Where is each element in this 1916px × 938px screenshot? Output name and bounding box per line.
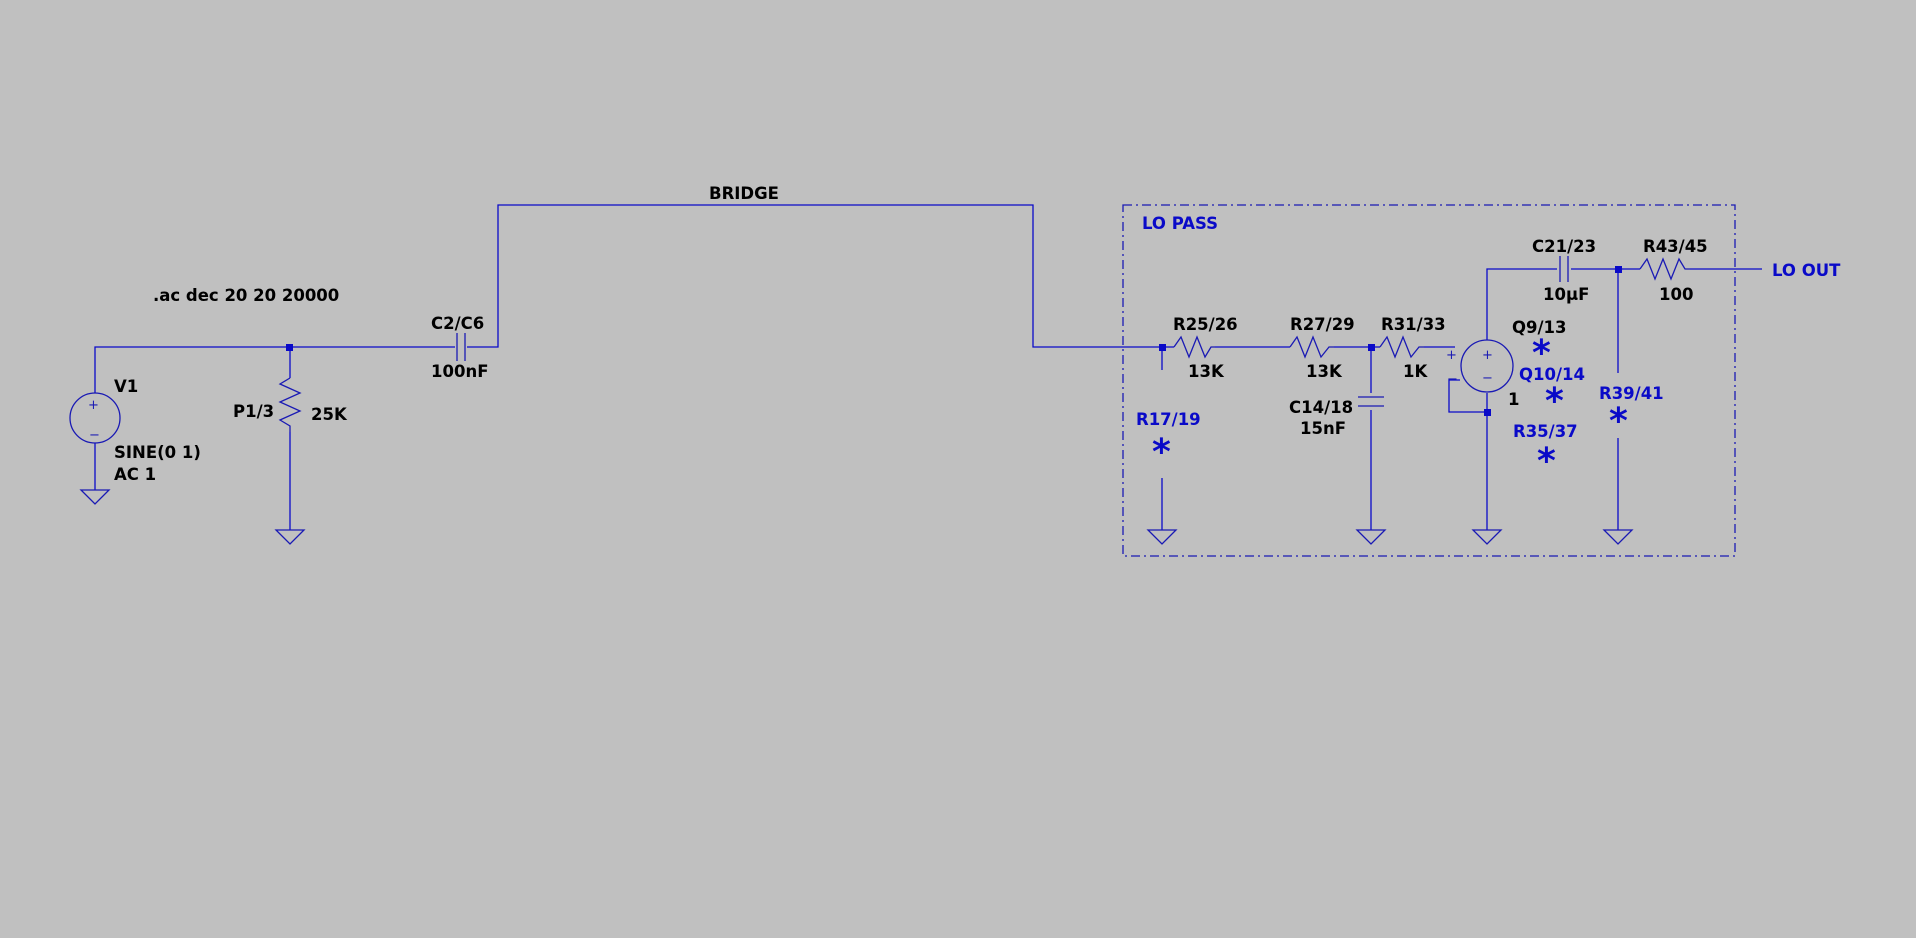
c14-name: C14/18: [1289, 398, 1353, 417]
lo-pass-frame: [1122, 204, 1736, 557]
p1-value: 25K: [311, 405, 348, 424]
resistor-r27[interactable]: [1289, 335, 1334, 359]
capacitor-c14[interactable]: [1358, 396, 1384, 407]
v1-value-sine: SINE(0 1): [114, 443, 201, 462]
ground-symbol: [1471, 529, 1503, 545]
ac-directive[interactable]: .ac dec 20 20 20000: [153, 286, 339, 305]
q9-mark: *: [1532, 333, 1551, 374]
q10-name: Q10/14: [1519, 365, 1585, 384]
r31-name: R31/33: [1381, 315, 1446, 334]
ground-symbol: [1146, 529, 1178, 545]
r27-name: R27/29: [1290, 315, 1355, 334]
r43-value: 100: [1659, 285, 1693, 304]
c21-name: C21/23: [1532, 237, 1596, 256]
q9-name: Q9/13: [1512, 318, 1567, 337]
r17-mark: *: [1152, 432, 1171, 473]
net-label-bridge[interactable]: BRIDGE: [709, 184, 779, 203]
c2-name: C2/C6: [431, 314, 484, 333]
r31-value: 1K: [1403, 362, 1428, 381]
resistor-p1[interactable]: [278, 377, 302, 432]
v1-name: V1: [114, 377, 138, 396]
lo-pass-title: LO PASS: [1142, 214, 1218, 233]
v1-value-ac: AC 1: [114, 465, 156, 484]
svg-text:−: −: [1447, 372, 1458, 387]
p1-name: P1/3: [233, 402, 274, 421]
ground-symbol: [274, 529, 306, 545]
r25-value: 13K: [1188, 362, 1225, 381]
opamp-pin-label: 1: [1508, 390, 1519, 409]
resistor-r31[interactable]: [1379, 335, 1424, 359]
q10-mark: *: [1545, 381, 1564, 422]
capacitor-c2[interactable]: [456, 333, 466, 361]
capacitor-c21[interactable]: [1559, 256, 1569, 282]
r43-name: R43/45: [1643, 237, 1708, 256]
c2-value: 100nF: [431, 362, 488, 381]
r39-mark: *: [1609, 401, 1628, 442]
svg-text:−: −: [1482, 371, 1493, 386]
resistor-r25[interactable]: [1173, 335, 1215, 359]
svg-text:+: +: [1482, 348, 1493, 363]
ground-symbol: [79, 489, 111, 505]
r35-mark: *: [1537, 441, 1556, 482]
ground-symbol: [1355, 529, 1387, 545]
net-label-lo-out[interactable]: LO OUT: [1772, 261, 1841, 280]
svg-text:+: +: [1446, 348, 1457, 363]
r27-value: 13K: [1306, 362, 1343, 381]
r35-name: R35/37: [1513, 422, 1578, 441]
c21-value: 10µF: [1543, 285, 1589, 304]
svg-text:+: +: [88, 398, 99, 413]
opamp-symbol[interactable]: + − + −: [1446, 339, 1514, 393]
r39-name: R39/41: [1599, 384, 1664, 403]
c14-value: 15nF: [1300, 419, 1346, 438]
wires: [94, 204, 1762, 530]
r25-name: R25/26: [1173, 315, 1238, 334]
resistor-r43[interactable]: [1639, 257, 1690, 281]
voltage-source-v1[interactable]: + −: [69, 392, 121, 444]
junctions: [286, 266, 1622, 416]
ground-symbol: [1602, 529, 1634, 545]
r17-name: R17/19: [1136, 410, 1201, 429]
svg-text:−: −: [89, 428, 100, 443]
